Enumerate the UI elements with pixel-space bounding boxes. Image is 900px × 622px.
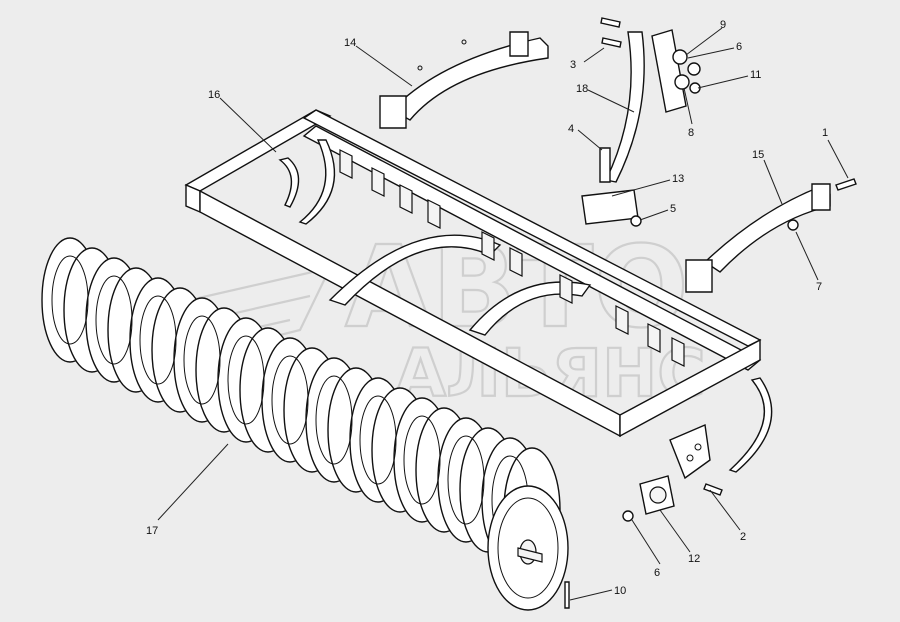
callout-2: 2 <box>740 531 746 543</box>
callout-6-top: 6 <box>736 41 742 53</box>
bracket-part-14 <box>379 31 549 129</box>
callout-18: 18 <box>576 83 588 95</box>
callout-13: 13 <box>672 173 684 185</box>
callout-7: 7 <box>816 281 822 293</box>
callout-10: 10 <box>614 585 626 597</box>
bracket-part-15 <box>685 183 831 293</box>
frame-part-16 <box>184 109 773 480</box>
callout-12: 12 <box>688 553 700 565</box>
callout-3: 3 <box>570 59 576 71</box>
callout-11: 11 <box>750 69 761 81</box>
callout-15: 15 <box>752 149 764 161</box>
callout-4: 4 <box>568 123 574 135</box>
leader-lines <box>157 27 849 601</box>
tine-arm-part-18 <box>581 29 687 225</box>
callout-14: 14 <box>344 37 356 49</box>
callout-6-bottom: 6 <box>654 567 660 579</box>
callout-5: 5 <box>670 203 676 215</box>
callout-8: 8 <box>688 127 694 139</box>
roller-part-17 <box>41 237 569 611</box>
pin-part-10 <box>564 581 570 609</box>
callout-16: 16 <box>208 89 220 101</box>
fasteners <box>600 17 857 522</box>
callout-1: 1 <box>822 127 828 139</box>
callout-labels: 1 2 3 4 5 6 6 7 8 9 10 11 12 13 14 15 16… <box>146 19 828 597</box>
callout-9: 9 <box>720 19 726 31</box>
callout-17: 17 <box>146 525 158 537</box>
